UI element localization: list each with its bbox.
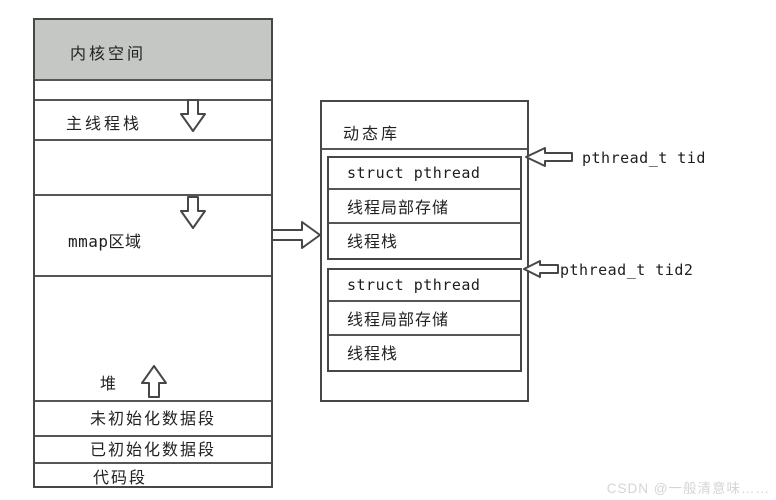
divider (35, 462, 271, 464)
thread-stack-row: 线程栈 (347, 234, 399, 251)
heap-label: 堆 (100, 376, 120, 393)
thread-local-storage-row: 线程局部存储 (329, 302, 520, 336)
divider (35, 275, 271, 277)
divider (35, 194, 271, 196)
initialized-data-segment-label: 已初始化数据段 (89, 442, 216, 459)
divider (322, 148, 527, 150)
dynamic-library-box: struct pthread 线程局部存储 线程栈 struct pthread… (320, 100, 529, 402)
struct-pthread-row: struct pthread (329, 270, 520, 302)
tid-pointer-left-arrow-icon (524, 146, 574, 168)
thread-block-2: struct pthread 线程局部存储 线程栈 (327, 268, 522, 372)
mmap-to-library-right-arrow-icon (271, 220, 322, 250)
divider (35, 99, 271, 101)
struct-pthread-row: struct pthread (329, 158, 520, 190)
mmap-region-label: mmap区域 (68, 232, 142, 251)
process-memory-column (33, 18, 273, 488)
divider (35, 139, 271, 141)
divider (35, 79, 271, 81)
thread-local-storage-row: 线程局部存储 (329, 190, 520, 224)
kernel-space-label: 内核空间 (70, 46, 147, 63)
heap-growth-up-arrow-icon (141, 365, 167, 398)
tid-pointer-label: pthread_t tid (582, 149, 706, 167)
stack-growth-down-arrow-icon (180, 99, 206, 132)
code-segment-label: 代码段 (93, 470, 148, 487)
divider (35, 435, 271, 437)
uninitialized-data-segment-label: 未初始化数据段 (89, 411, 216, 428)
thread-stack-row: 线程栈 (347, 346, 399, 363)
divider (35, 400, 271, 402)
dynamic-library-title: 动态库 (343, 126, 401, 143)
tid2-pointer-left-arrow-icon (522, 259, 560, 279)
kernel-space-section (35, 20, 271, 79)
watermark: CSDN @一般清意味…… (606, 481, 770, 496)
mmap-growth-down-arrow-icon (180, 196, 206, 229)
tid2-pointer-label: pthread_t tid2 (560, 261, 694, 279)
thread-block-1: struct pthread 线程局部存储 线程栈 (327, 156, 522, 260)
main-thread-stack-label: 主线程栈 (66, 116, 143, 133)
